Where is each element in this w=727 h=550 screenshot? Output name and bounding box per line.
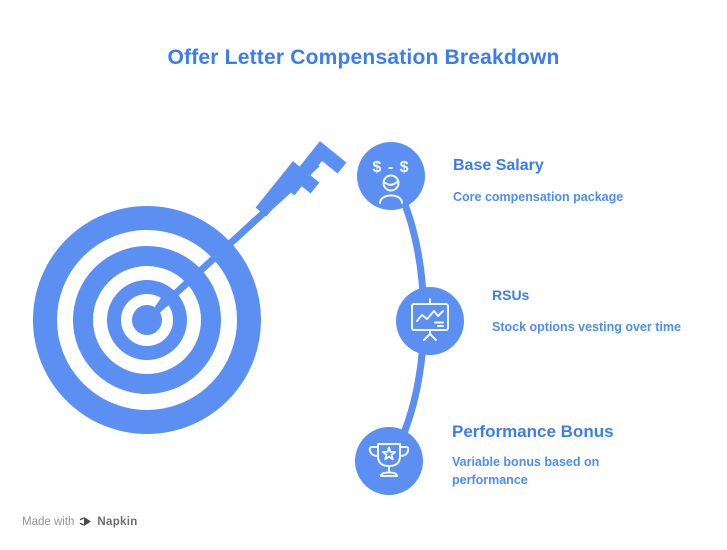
icon-circle-base-salary: $ - $ [357, 142, 425, 210]
target-inner-ring [107, 280, 187, 360]
item-heading-rsus: RSUs [492, 287, 530, 303]
brand-label: Napkin [97, 515, 138, 528]
icon-circle-rsus [396, 287, 464, 355]
made-with-label: Made with [22, 515, 75, 528]
icon-circle-performance-bonus [355, 427, 423, 495]
target-outer-ring [33, 206, 261, 434]
item-description-performance-bonus: Variable bonus based on performance [452, 455, 600, 487]
item-rsus: RSUs Stock options vesting over time [492, 287, 681, 336]
item-heading-base-salary: Base Salary [453, 157, 544, 174]
target-arrow-illustration [33, 141, 347, 434]
money-person-icon: $ - $ [372, 159, 409, 204]
item-description-rsus: Stock options vesting over time [492, 319, 681, 334]
item-base-salary: Base Salary Core compensation package [453, 156, 623, 207]
chart-presentation-icon [411, 298, 449, 341]
item-description-base-salary: Core compensation package [453, 190, 624, 205]
arrow-feather-inner [255, 161, 320, 217]
napkin-logo-icon [80, 517, 92, 526]
arrow-head [145, 287, 179, 322]
target-middle-ring [73, 246, 221, 394]
item-heading-performance-bonus: Performance Bonus [452, 422, 614, 441]
trophy-icon [368, 443, 410, 477]
trophy-star [381, 446, 397, 461]
item-performance-bonus: Performance Bonus Variable bonus based o… [452, 422, 644, 489]
arrow-feather-outer [283, 141, 347, 196]
page-title: Offer Letter Compensation Breakdown [167, 46, 560, 69]
dollar-dash-dollar-text: $ - $ [372, 159, 409, 176]
made-with-napkin-footer: Made with Napkin [22, 515, 138, 528]
